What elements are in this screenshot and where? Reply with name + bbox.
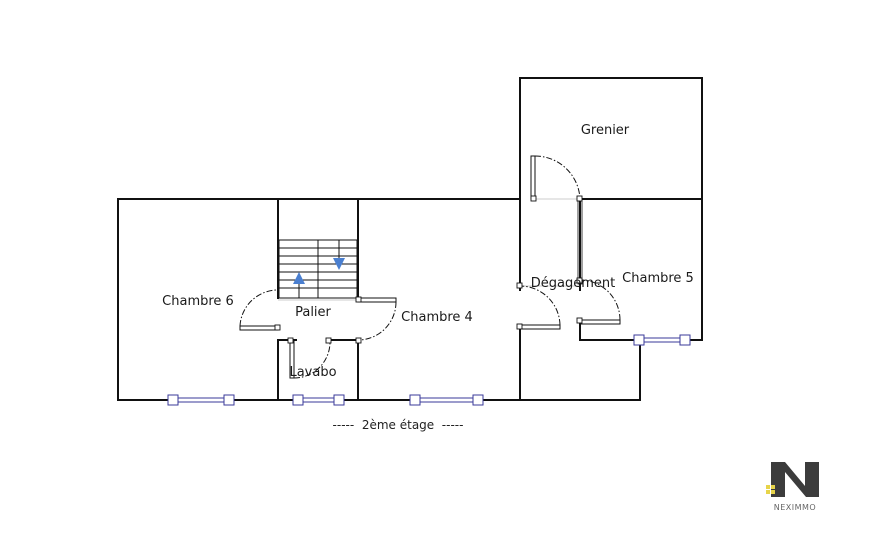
stair-up-arrow-icon [293, 272, 305, 284]
door-chambre-4 [357, 297, 397, 303]
room-label-lavabo: Lavabo [289, 365, 336, 380]
room-label-degagement: Dégagement [531, 276, 615, 291]
room-label-chambre-5: Chambre 5 [622, 271, 694, 286]
doors [239, 155, 621, 379]
walls [117, 77, 703, 401]
room-label-chambre-4: Chambre 4 [401, 310, 473, 325]
door-chambre-6 [239, 325, 279, 331]
door-chambre-5 [579, 319, 621, 325]
floor-label: ----- 2ème étage ----- [333, 418, 464, 432]
window-lavabo [292, 394, 345, 406]
window-chambre-5 [633, 334, 691, 346]
room-label-palier: Palier [295, 305, 331, 320]
logo-text: NEXIMMO [774, 503, 816, 512]
neximmo-logo: NEXIMMO [766, 462, 819, 512]
window-chambre-6 [167, 394, 235, 406]
guide-lines [278, 198, 580, 301]
window-chambre-4 [409, 394, 484, 406]
windows [167, 334, 691, 406]
room-label-chambre-6: Chambre 6 [162, 294, 234, 309]
door-grenier [530, 155, 536, 200]
hinges [274, 195, 583, 344]
logo-n-icon [771, 462, 819, 497]
stair-down-arrow-icon [333, 258, 345, 270]
room-label-grenier: Grenier [581, 123, 630, 138]
staircase [278, 239, 358, 299]
door-degagement [519, 324, 561, 330]
